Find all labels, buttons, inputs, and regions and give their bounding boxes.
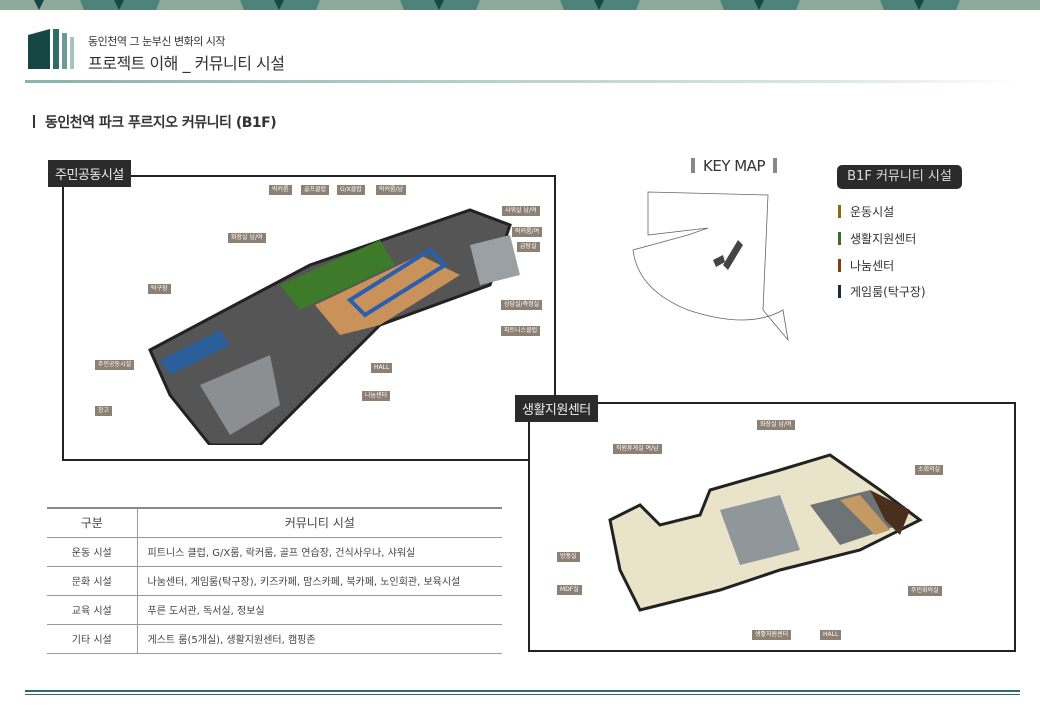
page-title: 프로젝트 이해 _ 커뮤니티 시설 xyxy=(88,54,285,73)
legend-item: 생활지원센터 xyxy=(838,230,916,247)
room-label: 골프클럽 xyxy=(301,185,330,195)
support-center-floor-plan xyxy=(608,453,923,612)
room-label: 상담실/측정실 xyxy=(501,300,543,310)
header-subtitle: 동인천역 그 눈부신 변화의 시작 xyxy=(88,35,226,48)
room-label: 직원휴게실 여/남 xyxy=(613,444,662,454)
room-label: G/X클럽 xyxy=(337,185,365,195)
room-label: 급탕실 xyxy=(517,242,540,252)
footer-divider xyxy=(25,694,1020,695)
legend-item: 운동시설 xyxy=(838,203,894,220)
room-label: 방풍실 xyxy=(557,552,580,562)
room-label: 화장실 남/여 xyxy=(757,420,795,430)
room-label: 락커룸/여 xyxy=(512,227,543,237)
room-label: HALL xyxy=(820,630,842,640)
room-label: 주민회의실 xyxy=(908,586,942,596)
keymap-title: KEY MAP xyxy=(683,157,785,175)
room-label: 피트니스클럽 xyxy=(501,326,541,336)
room-label: 탁구장 xyxy=(148,284,171,294)
room-label: 락커룸 xyxy=(269,185,292,195)
room-label: 나눔센터 xyxy=(362,391,391,401)
legend-item: 게임룸(탁구장) xyxy=(838,283,926,300)
room-label: 화장실 남/여 xyxy=(228,233,266,243)
room-label: 창고 xyxy=(95,406,113,416)
section-title: 동인천역 파크 푸르지오 커뮤니티 (B1F) xyxy=(33,112,277,132)
header-divider xyxy=(25,80,1020,83)
support-center-plan-tag: 생활지원센터 xyxy=(515,395,598,422)
logo-icon xyxy=(28,29,74,69)
legend-title: B1F 커뮤니티 시설 xyxy=(837,165,962,189)
room-label: MDF실 xyxy=(557,585,582,595)
room-label: 생활지원센터 xyxy=(752,630,792,640)
community-floor-plan xyxy=(148,208,520,445)
community-plan-tag: 주민공동시설 xyxy=(48,160,131,187)
key-map xyxy=(632,191,789,342)
footer-divider xyxy=(25,690,1020,692)
legend-item: 나눔센터 xyxy=(838,257,894,274)
room-label: 샤워실 남/여 xyxy=(502,206,540,216)
top-banner xyxy=(0,0,1040,10)
room-label: HALL xyxy=(371,363,393,373)
room-label: 소회의실 xyxy=(915,465,944,475)
room-label: 락커룸/남 xyxy=(376,185,407,195)
room-label: 주민공동시설 xyxy=(95,360,135,370)
